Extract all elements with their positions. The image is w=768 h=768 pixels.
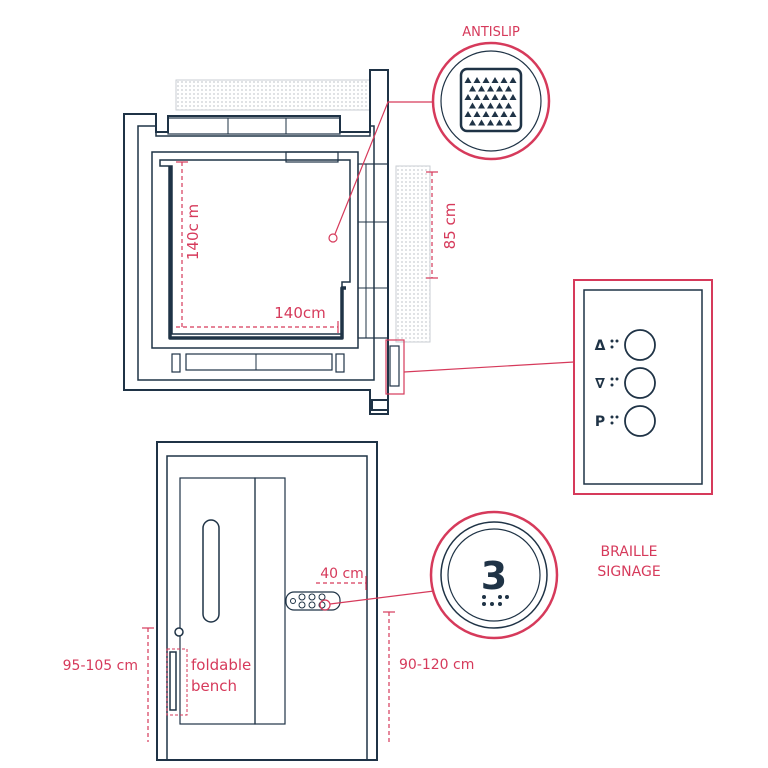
down-arrow-icon: ∇ bbox=[595, 376, 605, 392]
braille-dots bbox=[482, 595, 509, 606]
bench-label-line1: foldable bbox=[191, 656, 251, 674]
call-button-2[interactable]: ∇ bbox=[595, 367, 656, 399]
bench-hinge bbox=[174, 627, 184, 637]
foldable-bench bbox=[169, 651, 177, 711]
call-button-circle[interactable] bbox=[624, 329, 656, 361]
braille-leader bbox=[329, 589, 443, 605]
door-vision-slot bbox=[202, 519, 220, 623]
counterweight bbox=[185, 353, 333, 371]
handrail bbox=[168, 166, 346, 340]
door-clearance-label: 85 cm bbox=[441, 203, 459, 250]
car-panel-button[interactable] bbox=[318, 593, 326, 601]
call-button-1[interactable]: Δ bbox=[595, 329, 656, 361]
braille-mark bbox=[610, 339, 619, 349]
call-panel-plan-marker bbox=[385, 339, 405, 395]
elevation-outer-frame bbox=[156, 441, 378, 761]
floor-number: 3 bbox=[481, 554, 507, 598]
parking-icon: P bbox=[595, 414, 605, 430]
floor-plan: 140c m 140cm 85 cm bbox=[123, 69, 575, 415]
car-panel-button[interactable] bbox=[308, 601, 316, 609]
car-panel-button[interactable] bbox=[308, 593, 316, 601]
car-panel-buttons bbox=[290, 593, 326, 609]
car-panel-indicator bbox=[290, 598, 296, 604]
bench-label-line2: bench bbox=[191, 677, 237, 695]
braille-mark bbox=[610, 415, 619, 425]
elevation-view: 40 cm 95-105 cm foldable bench 90-120 cm bbox=[63, 441, 474, 761]
call-panel-leader bbox=[403, 361, 575, 373]
braille-button-face bbox=[447, 528, 541, 622]
braille-signage-callout: 3 BRAILLE SIGNAGE bbox=[429, 510, 661, 640]
bench-highlight bbox=[166, 648, 188, 716]
bench-height-label: 95-105 cm bbox=[63, 658, 138, 674]
panel-offset-label: 40 cm bbox=[320, 566, 364, 582]
call-panel-callout: Δ ∇ P bbox=[573, 279, 713, 495]
car-door-side bbox=[357, 163, 389, 339]
tactile-paving-right bbox=[396, 166, 430, 342]
car-frame bbox=[151, 151, 359, 349]
call-button-circle[interactable] bbox=[624, 367, 656, 399]
antislip-triangles bbox=[464, 77, 517, 126]
antislip-callout: ANTISLIP bbox=[431, 25, 551, 161]
braille-mark bbox=[610, 377, 619, 387]
braille-title-line1: BRAILLE bbox=[601, 544, 658, 560]
car-panel-button[interactable] bbox=[298, 593, 306, 601]
elevation-inner-frame bbox=[166, 455, 368, 761]
call-button-3[interactable]: P bbox=[595, 405, 656, 437]
car-door-top bbox=[285, 151, 339, 163]
shaft-inner-wall bbox=[137, 125, 375, 381]
tactile-paving-top bbox=[176, 80, 370, 110]
car-panel-highlight bbox=[319, 599, 331, 611]
antislip-title: ANTISLIP bbox=[462, 25, 520, 40]
car-panel-button[interactable] bbox=[298, 601, 306, 609]
antislip-marker bbox=[328, 233, 338, 243]
depth-label: 140c m bbox=[184, 204, 202, 260]
landing-door-top bbox=[167, 117, 341, 135]
braille-title-line2: SIGNAGE bbox=[597, 564, 660, 580]
up-arrow-icon: Δ bbox=[595, 338, 606, 354]
call-button-circle[interactable] bbox=[624, 405, 656, 437]
antislip-leader bbox=[334, 101, 436, 235]
car-door-right-panel bbox=[254, 477, 286, 725]
width-label: 140cm bbox=[274, 304, 326, 322]
panel-height-label: 90-120 cm bbox=[399, 657, 474, 673]
